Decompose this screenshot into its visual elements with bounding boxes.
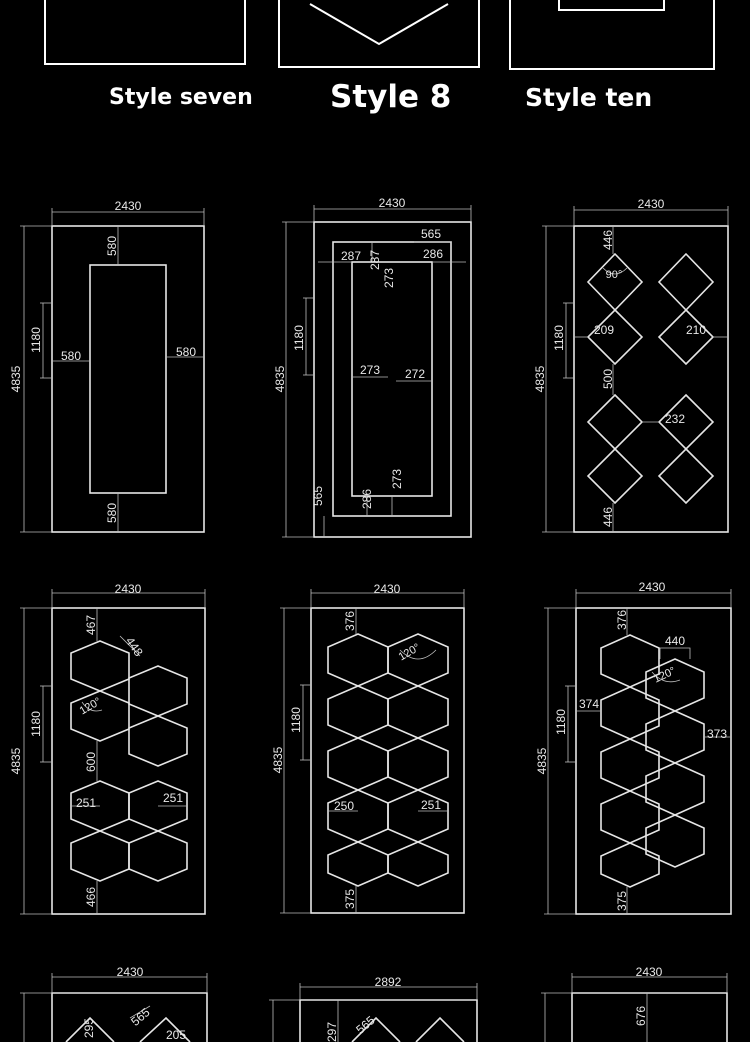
panel-h-297: 297 [325, 1022, 339, 1042]
panel-f-height: 4835 [535, 747, 549, 774]
panel-i-drawing: 2430 676 [541, 965, 728, 1042]
panel-d-side: 448 [123, 634, 146, 659]
panel-c-left: 209 [594, 323, 614, 337]
panel-b-565-vertical: 565 [311, 486, 325, 506]
panel-g-295: 295 [82, 1018, 96, 1038]
panel-b-dimensions [282, 205, 472, 538]
panel-c-bottom: 446 [601, 507, 615, 527]
panel-e-offset: 1180 [289, 707, 303, 733]
panel-f-frame [575, 607, 732, 915]
panel-b-287: 287 [341, 249, 361, 263]
style-ten-frame [509, 0, 715, 70]
panel-c-top: 446 [601, 230, 615, 250]
panel-d-left: 251 [76, 796, 96, 810]
panel-b-273: 273 [360, 363, 380, 377]
panel-b-565: 565 [421, 227, 441, 241]
style-ten-title: Style ten [525, 83, 653, 112]
panel-b-drawing: 2430 4835 1180 565 287 287 286 273 273 2… [273, 196, 472, 538]
panel-c-right: 210 [686, 323, 706, 337]
panel-e-bottom: 375 [343, 889, 357, 909]
panel-f-left: 374 [579, 697, 599, 711]
panel-c-offset: 1180 [552, 325, 566, 351]
panel-e-right: 251 [421, 798, 441, 812]
panel-f-drawing: 2430 4835 1180 376 440 120° 374 373 375 [535, 580, 732, 915]
style-seven-frame [44, 0, 246, 65]
panel-a-dimensions [20, 208, 205, 533]
panel-g-width: 2430 [117, 965, 144, 979]
panel-b-width: 2430 [379, 196, 406, 210]
panel-f-dimensions [544, 589, 732, 915]
panel-c-drawing: 2430 4835 1180 446 90° 209 210 500 232 4… [533, 197, 729, 533]
panel-d-drawing: 2430 4835 1180 467 448 120° 600 251 251 … [9, 582, 206, 915]
panel-d-width: 2430 [115, 582, 142, 596]
panel-a-offset: 1180 [29, 327, 43, 353]
panel-f-offset: 1180 [554, 709, 568, 735]
panel-e-angle: 120° [397, 642, 423, 664]
panel-e-drawing: 2430 4835 1180 376 120° 250 251 375 [271, 582, 465, 914]
panel-e-top: 376 [343, 611, 357, 631]
panel-a-frame [51, 225, 205, 533]
panel-a-bottom: 580 [105, 503, 119, 523]
panel-i-width: 2430 [636, 965, 663, 979]
panel-a-left: 580 [61, 349, 81, 363]
panel-d-frame [51, 607, 206, 915]
panel-c-gap: 500 [601, 369, 615, 389]
panel-d-height: 4835 [9, 747, 23, 774]
panel-d-gap: 600 [84, 752, 98, 772]
panel-b-273-vertical: 273 [382, 268, 396, 288]
panel-h-drawing: 2892 297 565 [269, 975, 478, 1042]
panel-f-side: 440 [665, 634, 685, 648]
panel-d-dimensions [20, 589, 206, 915]
panel-b-272: 272 [405, 367, 425, 381]
style-eight-title: Style 8 [330, 79, 452, 115]
panel-d-bottom: 466 [84, 887, 98, 907]
panel-e-dimensions [280, 589, 465, 914]
panel-d-offset: 1180 [29, 711, 43, 737]
panel-d-right: 251 [163, 791, 183, 805]
panel-e-width: 2430 [374, 582, 401, 596]
panel-c-frame [573, 225, 729, 533]
panel-f-width: 2430 [639, 580, 666, 594]
panel-b-offset: 1180 [292, 325, 306, 351]
style-seven-title: Style seven [109, 85, 253, 110]
panel-c-width: 2430 [638, 197, 665, 211]
panel-h-565: 565 [353, 1013, 378, 1037]
panel-a-top: 580 [105, 236, 119, 256]
panel-g-565: 565 [128, 1005, 153, 1029]
panel-a-right: 580 [176, 345, 196, 359]
panel-f-bottom: 375 [615, 891, 629, 911]
panel-i-676: 676 [634, 1006, 648, 1026]
panel-a-drawing: 2430 4835 1180 580 580 580 580 [9, 199, 205, 533]
panel-g-205: 205 [166, 1028, 186, 1042]
panel-f-right: 373 [707, 727, 727, 741]
panel-e-frame [310, 607, 465, 914]
panel-b-273-bottom: 273 [390, 469, 404, 489]
panel-e-height: 4835 [271, 746, 285, 773]
panel-b-287-vertical: 287 [368, 250, 382, 270]
panel-b-height: 4835 [273, 365, 287, 392]
panel-b-286-vertical: 286 [360, 489, 374, 509]
panel-e-left: 250 [334, 799, 354, 813]
panel-c-angle: 90° [606, 269, 623, 281]
panel-c-dimensions [542, 206, 729, 533]
panel-c-mid: 232 [665, 412, 685, 426]
panel-a-width: 2430 [115, 199, 142, 213]
panel-b-286: 286 [423, 247, 443, 261]
panel-f-top: 376 [615, 610, 629, 630]
panel-d-top: 467 [84, 615, 98, 635]
panel-c-height: 4835 [533, 365, 547, 392]
panel-g-drawing: 2430 295 565 205 [20, 965, 208, 1042]
panel-h-width: 2892 [375, 975, 402, 989]
style-eight-frame [278, 0, 480, 68]
panel-a-height: 4835 [9, 365, 23, 392]
